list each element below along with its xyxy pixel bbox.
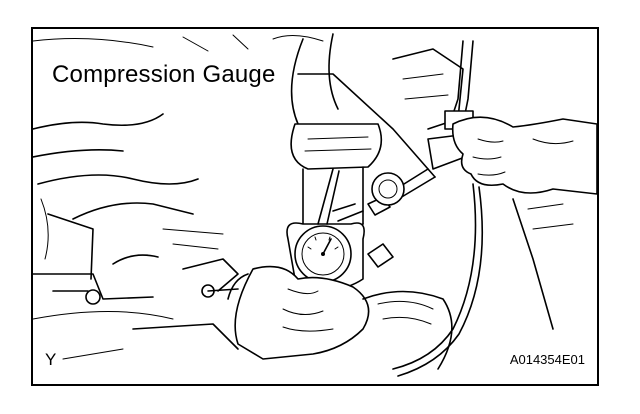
view-letter: Y: [45, 350, 57, 369]
compression-gauge-dial: [286, 168, 365, 290]
upper-hose: [290, 33, 464, 237]
lower-duct: [362, 198, 574, 370]
callout-leader-line: [297, 73, 436, 178]
figure-code: A014354E01: [509, 352, 585, 367]
gauge-hose-assembly: [332, 40, 484, 377]
engine-illustration: [33, 33, 597, 377]
lower-hand: [207, 265, 370, 360]
right-hand: [451, 116, 597, 195]
engine-background-lines: [33, 34, 324, 360]
callout-label: Compression Gauge: [50, 61, 278, 89]
illustration-frame: Compression Gauge Y A014354E01: [31, 27, 599, 386]
